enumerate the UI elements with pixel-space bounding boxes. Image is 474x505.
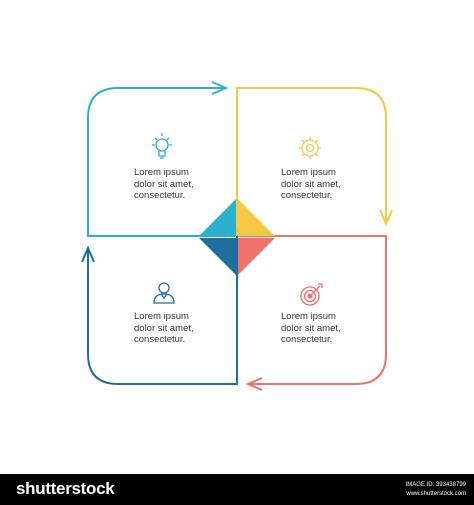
quadrant-line: Lorem ipsum xyxy=(281,167,336,178)
bottom-right-arrowhead xyxy=(245,377,263,391)
quadrant-line: Lorem ipsum xyxy=(281,311,336,322)
person-icon xyxy=(153,282,175,304)
cycle-diagram xyxy=(81,81,393,391)
image-id: IMAGE ID: 393438799 xyxy=(405,482,466,488)
top-left-arrowhead xyxy=(211,81,229,95)
top-left-outline xyxy=(87,87,235,237)
footer-meta: IMAGE ID: 393438799 www.shutterstock.com xyxy=(406,481,466,499)
diamond-bottom-left xyxy=(199,238,236,275)
quadrant-text-bottom-left: Lorem ipsum dolor sit amet, consectetur. xyxy=(134,311,244,346)
bottom-left-arrowhead xyxy=(81,245,95,263)
quadrant-text-top-right: Lorem ipsum dolor sit amet, consectetur. xyxy=(281,167,391,202)
shutterstock-logo: shutterstock xyxy=(16,479,115,498)
quadrant-line: consectetur. xyxy=(281,190,333,201)
quadrant-line: consectetur. xyxy=(134,190,186,201)
quadrant-line: dolor sit amet, xyxy=(281,178,341,190)
top-right-outline xyxy=(236,87,387,236)
quadrant-line: dolor sit amet, xyxy=(281,322,341,334)
lightbulb-icon xyxy=(152,133,172,159)
top-right-arrowhead xyxy=(379,209,393,227)
quadrant-line: consectetur. xyxy=(281,334,333,345)
quadrant-text-top-left: Lorem ipsum dolor sit amet, consectetur. xyxy=(134,167,244,202)
quadrant-line: dolor sit amet, xyxy=(134,178,194,190)
bottom-left-outline xyxy=(87,236,238,385)
diamond-bottom-right xyxy=(238,238,275,275)
quadrant-line: Lorem ipsum xyxy=(134,311,189,322)
gear-icon xyxy=(299,137,321,159)
bottom-right-outline xyxy=(237,235,387,385)
site-url: www.shutterstock.com xyxy=(406,491,466,497)
footer-bar: shutterstock IMAGE ID: 393438799 www.shu… xyxy=(0,474,474,505)
quadrant-line: Lorem ipsum xyxy=(134,167,189,178)
diamond-top-right xyxy=(238,199,275,236)
quadrant-text-bottom-right: Lorem ipsum dolor sit amet, consectetur. xyxy=(281,311,391,346)
target-icon xyxy=(300,283,323,306)
quadrant-line: dolor sit amet, xyxy=(134,322,194,334)
diamond-top-left xyxy=(199,199,236,236)
quadrant-line: consectetur. xyxy=(134,334,186,345)
